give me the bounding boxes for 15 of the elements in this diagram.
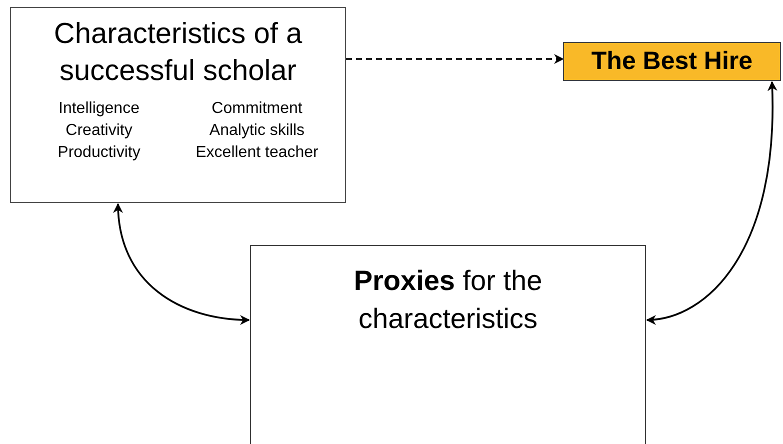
box-heading: Characteristics of a successful scholar xyxy=(52,17,304,89)
result-box xyxy=(563,42,781,81)
characteristic-text: Commitment xyxy=(210,99,304,119)
arrow xyxy=(114,203,250,325)
proxies-box xyxy=(250,245,646,444)
arrow xyxy=(346,54,564,64)
characteristic-text: Productivity xyxy=(56,143,142,163)
box-heading: The Best Hire xyxy=(591,46,753,77)
arrow xyxy=(646,81,778,324)
characteristics-box xyxy=(10,7,346,203)
characteristic-text: Intelligence xyxy=(58,99,140,119)
characteristic-text: Excellent teacher xyxy=(194,143,320,163)
box-heading: Proxies for the characteristics xyxy=(352,264,544,336)
characteristic-text: Creativity xyxy=(64,121,134,141)
characteristic-text: Analytic skills xyxy=(208,121,306,141)
